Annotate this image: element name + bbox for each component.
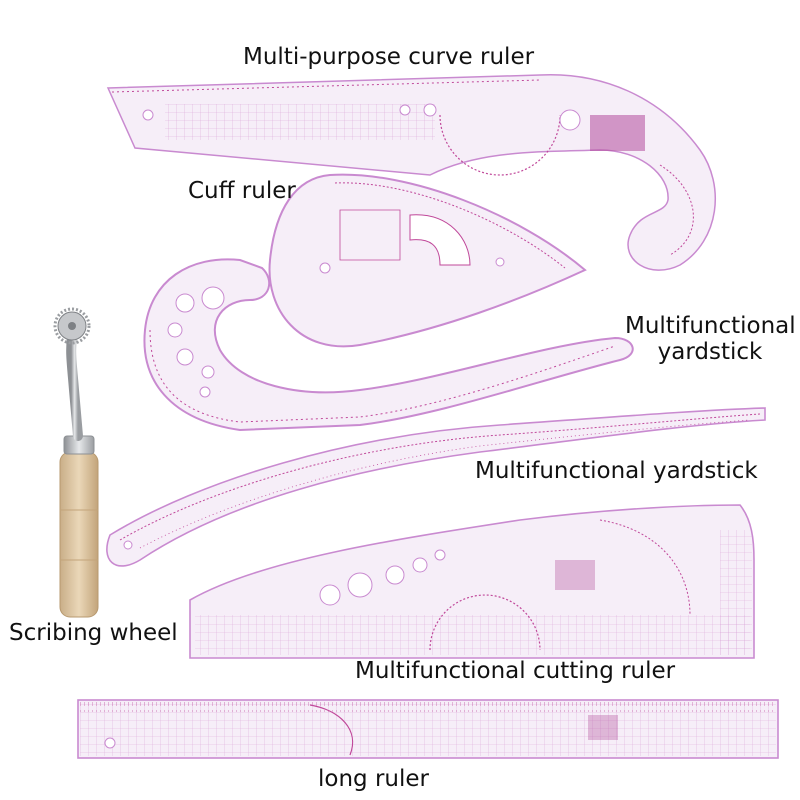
multi-purpose-curve-ruler (106, 74, 716, 271)
scribing-wheel (53, 307, 99, 618)
hook-curve-ruler (143, 258, 634, 432)
cuff-ruler (268, 173, 587, 348)
multifunctional-yardstick-label-2: Multifunctional yardstick (475, 458, 758, 484)
multi-purpose-curve-ruler-label: Multi-purpose curve ruler (243, 44, 535, 70)
long-ruler-label: long ruler (318, 766, 429, 792)
multifunctional-yardstick-label-1: Multifunctional yardstick (625, 313, 796, 366)
multifunctional-cutting-ruler-label: Multifunctional cutting ruler (355, 658, 676, 684)
scribing-wheel-label: Scribing wheel (9, 620, 178, 646)
curved-yardstick (106, 407, 766, 567)
long-ruler (77, 699, 779, 759)
cuff-ruler-label: Cuff ruler (188, 178, 296, 204)
cutting-ruler (189, 504, 755, 659)
